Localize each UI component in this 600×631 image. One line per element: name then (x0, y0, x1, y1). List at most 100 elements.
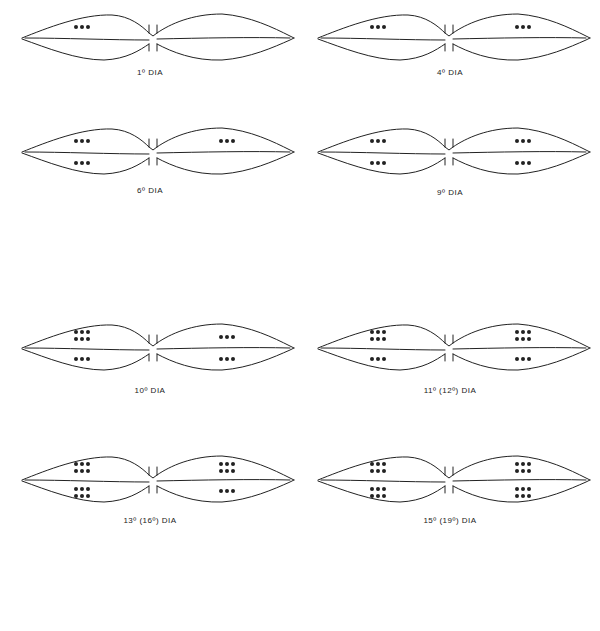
leaf-outline (445, 147, 453, 150)
leaf-outline (445, 25, 446, 51)
egg-dot (527, 469, 531, 473)
egg-dot (382, 330, 386, 334)
leaf-outline (453, 38, 590, 60)
egg-dot (80, 337, 84, 341)
leaf-outline (25, 348, 149, 350)
egg-dot (86, 25, 90, 29)
leaf-outline (453, 348, 590, 370)
leaf-outline (318, 481, 445, 502)
leaf-outline (453, 324, 590, 348)
egg-dot (376, 161, 380, 165)
leaf-pair (22, 128, 294, 174)
egg-dot (86, 469, 90, 473)
egg-dot (515, 330, 519, 334)
egg-dot (376, 462, 380, 466)
leaf-pair (318, 456, 590, 502)
egg-dot (80, 487, 84, 491)
day-label: 10º DIA (134, 386, 167, 395)
egg-dot (74, 494, 78, 498)
leaf-outline (22, 129, 149, 152)
egg-dot (527, 337, 531, 341)
egg-dot (382, 161, 386, 165)
leaf-outline (445, 139, 446, 165)
leaf-outline (453, 152, 590, 174)
leaf-outline (25, 480, 149, 482)
leaf-pair (22, 14, 294, 60)
egg-dot (370, 337, 374, 341)
egg-dot (74, 330, 78, 334)
egg-dot (521, 487, 525, 491)
egg-dot (515, 462, 519, 466)
egg-dot (515, 161, 519, 165)
egg-dot (74, 25, 78, 29)
egg-dot (515, 487, 519, 491)
egg-dot (86, 494, 90, 498)
egg-dot (219, 462, 223, 466)
egg-dot (225, 139, 229, 143)
leaf-outline (157, 456, 294, 480)
day-label: 15º (19º) DIA (422, 516, 477, 525)
egg-dot (74, 469, 78, 473)
egg-dot (86, 161, 90, 165)
leaf-outline (445, 33, 453, 36)
egg-dot (231, 139, 235, 143)
egg-dot (231, 357, 235, 361)
leaf-outline (25, 38, 149, 40)
egg-dot (370, 161, 374, 165)
egg-dot (225, 462, 229, 466)
egg-dot (515, 337, 519, 341)
leaf-outline (149, 139, 150, 165)
leaf-pair (22, 456, 294, 502)
leaf-outline (157, 467, 158, 493)
leaf-outline (157, 480, 294, 502)
egg-dot (527, 494, 531, 498)
leaf-outline (318, 39, 445, 60)
leaf-outline (318, 457, 445, 480)
egg-dot (225, 357, 229, 361)
leaf-outline (22, 481, 149, 502)
leaf-outline (149, 33, 157, 36)
egg-dot (80, 161, 84, 165)
leaf-outline (453, 480, 590, 502)
leaf-outline (149, 475, 157, 478)
egg-dot (521, 462, 525, 466)
egg-dot (382, 487, 386, 491)
egg-dot (382, 494, 386, 498)
day-label: 4º DIA (436, 68, 464, 77)
leaf-outline (157, 348, 290, 349)
egg-dot (231, 469, 235, 473)
leaf-outline (453, 38, 586, 39)
egg-dot (521, 337, 525, 341)
day-label: 13º (16º) DIA (122, 516, 177, 525)
egg-dot (219, 357, 223, 361)
leaf-outline (149, 343, 157, 346)
leaf-outline (149, 335, 150, 361)
leaf-outline (157, 38, 290, 39)
leaf-outline (22, 325, 149, 348)
egg-dot (80, 139, 84, 143)
leaf-outline (453, 335, 454, 361)
egg-dot (80, 357, 84, 361)
day-label: 11º (12º) DIA (423, 386, 478, 395)
leaf-outline (149, 467, 150, 493)
leaf-outline (453, 467, 454, 493)
leaf-outline (321, 348, 445, 350)
leaf-outline (445, 343, 453, 346)
leaf-outline (157, 152, 290, 153)
egg-dot (370, 487, 374, 491)
leaf-outline (149, 25, 150, 51)
egg-dot (376, 487, 380, 491)
leaf-outline (318, 129, 445, 152)
leaf-outline (157, 324, 294, 348)
egg-dot (515, 494, 519, 498)
leaf-pair (22, 324, 294, 370)
egg-dot (80, 330, 84, 334)
leaf-outline (321, 480, 445, 482)
egg-dot (376, 139, 380, 143)
egg-dot (521, 139, 525, 143)
egg-dot (370, 469, 374, 473)
egg-dot (219, 139, 223, 143)
leaf-outline (445, 475, 453, 478)
egg-dot (376, 469, 380, 473)
